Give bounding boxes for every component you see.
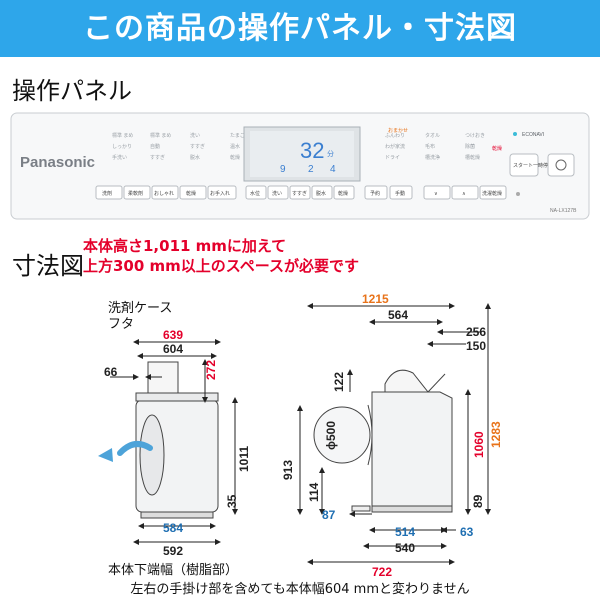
dim-1011: 1011 xyxy=(237,446,251,472)
svg-text:柔軟剤: 柔軟剤 xyxy=(128,190,143,197)
side-view xyxy=(313,369,453,513)
svg-text:ECONAVI: ECONAVI xyxy=(522,132,544,138)
dim-514: 514 xyxy=(395,525,415,539)
svg-text:乾燥: 乾燥 xyxy=(338,190,348,197)
svg-text:手洗い: 手洗い xyxy=(112,154,127,161)
dim-1060: 1060 xyxy=(472,431,486,458)
dim-114: 114 xyxy=(307,482,321,502)
svg-text:標準 まめ: 標準 まめ xyxy=(112,132,133,139)
section-title-panel: 操作パネル xyxy=(12,77,132,105)
control-panel: Panasonic 標準 まめしっかり手洗い 標準 まめ自動すすぎ 洗いすすぎ脱… xyxy=(10,112,590,220)
svg-text:すすぎ: すすぎ xyxy=(190,143,205,150)
svg-text:9: 9 xyxy=(280,164,286,175)
svg-text:お手入れ: お手入れ xyxy=(210,190,230,197)
dim-639: 639 xyxy=(163,328,183,342)
svg-text:2: 2 xyxy=(308,164,314,175)
svg-text:脱水: 脱水 xyxy=(190,154,200,161)
caption-bottom-width: 本体下端幅（樹脂部） xyxy=(108,563,239,578)
svg-text:温水: 温水 xyxy=(230,143,240,150)
dim-256: 256 xyxy=(466,325,486,339)
dim-592: 592 xyxy=(163,544,183,558)
dim-272: 272 xyxy=(204,360,218,380)
svg-text:∨: ∨ xyxy=(434,191,438,197)
svg-text:洗い: 洗い xyxy=(190,132,200,139)
svg-text:乾燥: 乾燥 xyxy=(492,145,502,152)
dim-63: 63 xyxy=(460,525,474,539)
dim-722: 722 xyxy=(372,565,392,579)
svg-text:毛布: 毛布 xyxy=(425,143,435,150)
svg-text:わが家流: わが家流 xyxy=(385,143,405,150)
svg-text:予約: 予約 xyxy=(370,190,380,197)
svg-text:NA-LX127B: NA-LX127B xyxy=(550,208,577,214)
svg-text:ドライ: ドライ xyxy=(385,155,400,161)
svg-text:4: 4 xyxy=(330,164,336,175)
svg-text:タオル: タオル xyxy=(425,132,440,139)
svg-text:水位: 水位 xyxy=(250,190,260,197)
svg-text:除菌: 除菌 xyxy=(465,143,475,150)
dim-913: 913 xyxy=(281,460,295,480)
warning-line-2: 上方300 mm以上のスペースが必要です xyxy=(83,257,359,275)
dim-89: 89 xyxy=(471,494,485,508)
svg-text:洗剤: 洗剤 xyxy=(102,190,112,197)
svg-text:槽洗浄: 槽洗浄 xyxy=(425,154,440,161)
dim-87: 87 xyxy=(322,508,336,522)
caption-detergent-case: 洗剤ケース xyxy=(108,301,173,316)
svg-text:すすぎ: すすぎ xyxy=(292,190,307,197)
dim-604: 604 xyxy=(163,342,183,356)
dimension-drawing: 639 604 66 272 1011 35 584 592 1215 xyxy=(98,292,503,579)
svg-text:標準 まめ: 標準 まめ xyxy=(150,132,171,139)
dim-35: 35 xyxy=(225,494,239,508)
height-warning: 本体高さ1,011 mmに加えて 上方300 mm以上のスペースが必要です xyxy=(83,236,359,276)
svg-text:自動: 自動 xyxy=(150,143,160,150)
svg-text:ふんわり: ふんわり xyxy=(385,132,405,139)
dim-1215: 1215 xyxy=(362,292,389,306)
svg-text:しっかり: しっかり xyxy=(112,143,132,150)
svg-text:∧: ∧ xyxy=(462,191,466,197)
svg-text:槽乾燥: 槽乾燥 xyxy=(465,154,480,161)
display-main: 32 xyxy=(300,138,324,163)
svg-text:洗い: 洗い xyxy=(272,190,282,197)
svg-text:手動: 手動 xyxy=(395,190,405,197)
svg-text:脱水: 脱水 xyxy=(316,190,326,197)
dim-122: 122 xyxy=(332,372,346,392)
dim-500: ϕ500 xyxy=(324,421,338,450)
svg-text:すすぎ: すすぎ xyxy=(150,154,165,161)
footer-note: 左右の手掛け部を含めても本体幅604 mmと変わりません xyxy=(130,582,470,597)
svg-text:たまご: たまご xyxy=(230,132,245,139)
dim-150: 150 xyxy=(466,339,486,353)
front-view xyxy=(135,361,219,519)
dim-584: 584 xyxy=(163,521,183,535)
warning-line-1: 本体高さ1,011 mmに加えて xyxy=(83,237,287,255)
dim-540: 540 xyxy=(395,541,415,555)
section-title-dims: 寸法図 xyxy=(12,252,84,280)
dim-66: 66 xyxy=(104,365,118,379)
svg-text:洗濯乾燥: 洗濯乾燥 xyxy=(482,190,502,197)
svg-text:スタート一時停止: スタート一時停止 xyxy=(513,162,553,169)
caption-lid: フタ xyxy=(108,317,135,332)
svg-text:おしゃれ: おしゃれ xyxy=(154,190,174,197)
dim-564: 564 xyxy=(388,308,408,322)
svg-text:乾燥: 乾燥 xyxy=(230,154,240,161)
svg-text:つけおき: つけおき xyxy=(465,132,485,139)
dim-1283: 1283 xyxy=(489,421,503,448)
door-swing-arrow xyxy=(117,441,153,456)
page-banner: この商品の操作パネル・寸法図 xyxy=(0,0,600,57)
svg-text:乾燥: 乾燥 xyxy=(186,190,196,197)
svg-text:おまかせ: おまかせ xyxy=(388,127,408,134)
brand-logo: Panasonic xyxy=(20,154,95,171)
svg-text:分: 分 xyxy=(327,149,334,158)
